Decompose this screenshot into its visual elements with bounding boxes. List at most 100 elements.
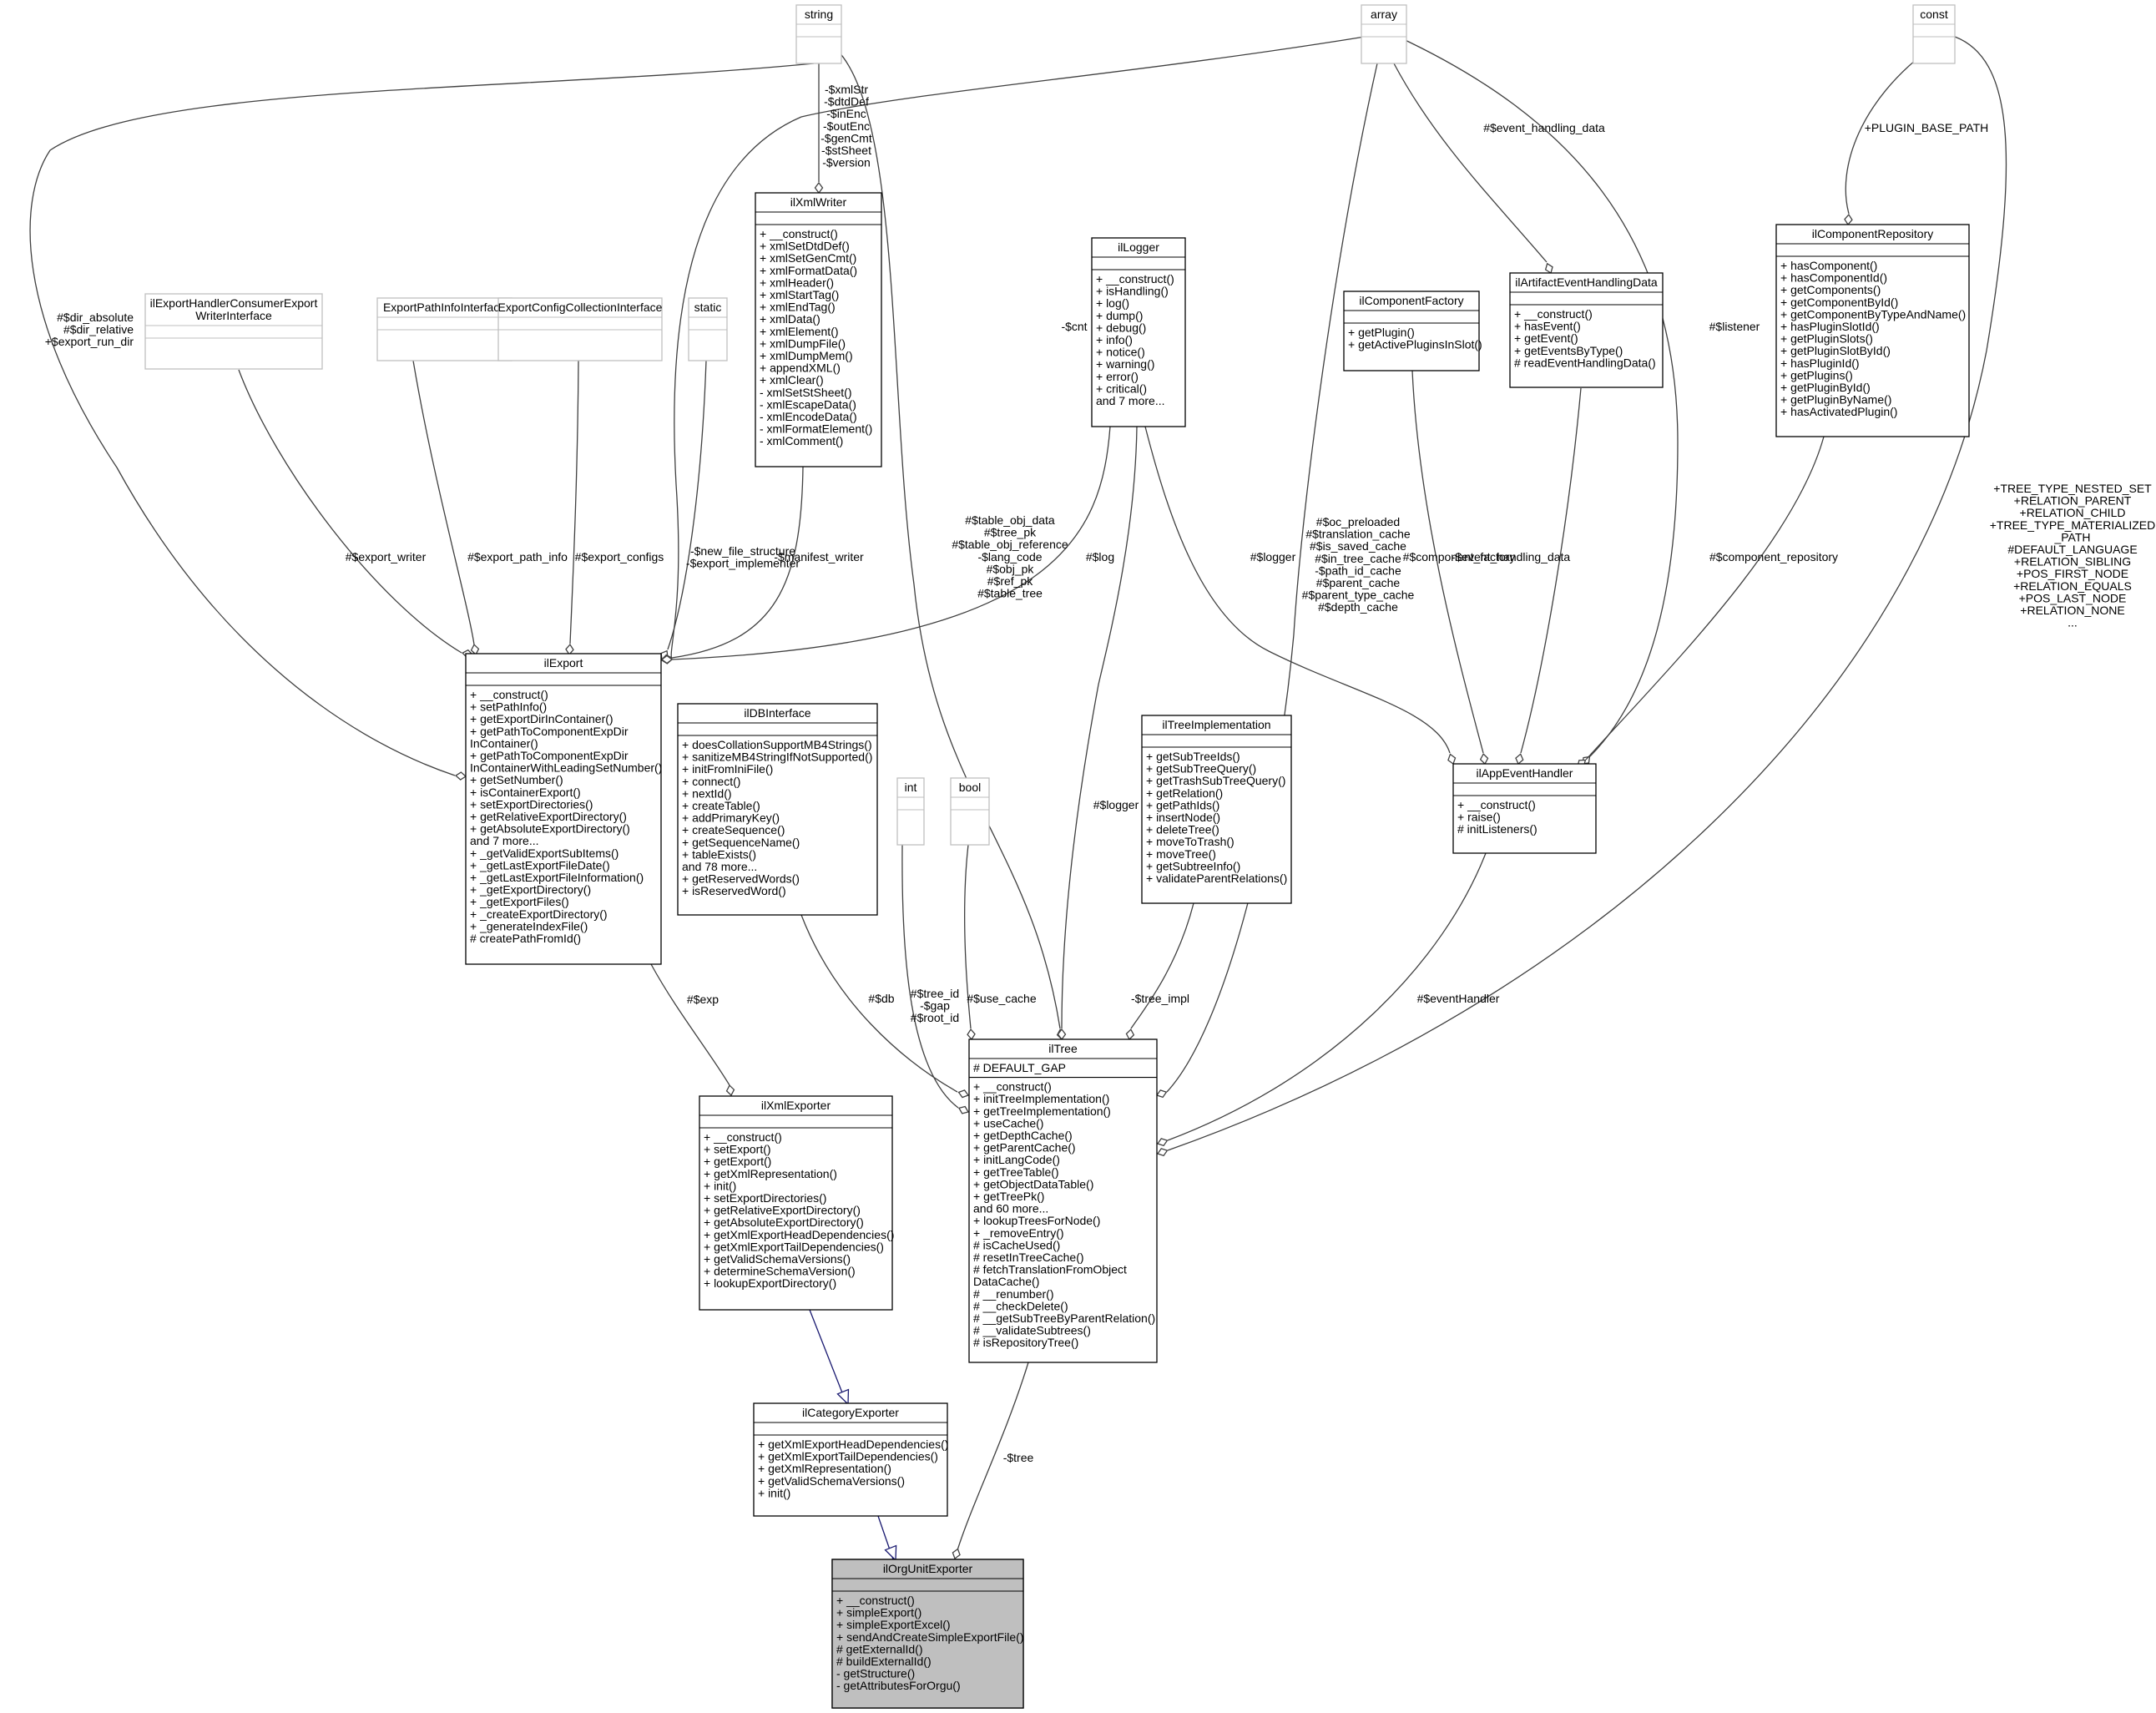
- class-node-ilorgunitexporter[interactable]: ilOrgUnitExporter+ __construct()+ simple…: [831, 1559, 1024, 1709]
- aggregation-diamond-marker: [1155, 1089, 1168, 1099]
- edge-label-line: #$tree_id: [911, 987, 959, 1000]
- edge-line: [1411, 370, 1484, 754]
- class-node-ilxmlexporter[interactable]: ilXmlExporter+ __construct()+ setExport(…: [699, 1095, 894, 1311]
- class-method: + getPlugins(): [1780, 368, 1853, 382]
- edge-label-line: #DEFAULT_LANGUAGE: [2007, 543, 2137, 556]
- edge-label-line: -$genCmt: [820, 131, 872, 144]
- class-method: + initLangCode(): [973, 1153, 1060, 1166]
- inheritance-arrowhead: [884, 1544, 897, 1562]
- edge-label: #$logger: [1250, 550, 1296, 563]
- class-name: ExportPathInfoInterface: [383, 301, 506, 314]
- class-node-const[interactable]: const: [1912, 4, 1956, 64]
- class-method: + getXmlExportTailDependencies(): [758, 1450, 938, 1463]
- edge-line: [671, 466, 804, 659]
- edge-line: [809, 1309, 847, 1404]
- class-node-ilcomponentfactory[interactable]: ilComponentFactory+ getPlugin()+ getActi…: [1343, 291, 1482, 371]
- class-method: # resetInTreeCache(): [973, 1251, 1084, 1264]
- class-method: and 60 more...: [973, 1202, 1048, 1215]
- class-node-iltreeimplementation[interactable]: ilTreeImplementation+ getSubTreeIds()+ g…: [1141, 715, 1292, 904]
- class-node-ilxmlwriter[interactable]: ilXmlWriter+ __construct()+ xmlSetDtdDef…: [755, 192, 882, 467]
- class-method: + getValidSchemaVersions(): [704, 1252, 851, 1266]
- edge-line: [1520, 387, 1582, 754]
- edge-ilComponentFactory-to-ilAppEventHandler: #$component_factory: [1403, 370, 1515, 766]
- edge-label-line: #$root_id: [911, 1011, 959, 1024]
- edge-label: #$logger: [1093, 798, 1139, 811]
- edge-line: [800, 914, 958, 1093]
- aggregation-diamond-marker: [1515, 753, 1524, 766]
- class-name-line: ilTreeImplementation: [1162, 718, 1270, 731]
- class-node-int[interactable]: int: [896, 777, 925, 846]
- class-method: + _getValidExportSubItems(): [470, 846, 619, 860]
- class-name: static: [694, 301, 722, 314]
- class-node-array[interactable]: array: [1361, 4, 1407, 64]
- class-node-ilappeventhandler[interactable]: ilAppEventHandler+ __construct()+ raise(…: [1452, 763, 1597, 854]
- class-method: + getActivePluginsInSlot(): [1348, 338, 1482, 351]
- nodes-layer: ilOrgUnitExporter+ __construct()+ simple…: [144, 4, 1970, 1709]
- class-node-string[interactable]: string: [795, 4, 842, 64]
- class-name-line: ilExportHandlerConsumerExport: [150, 296, 318, 310]
- class-method: - xmlFormatElement(): [760, 422, 872, 436]
- class-node-exportpathinfointerface[interactable]: ExportPathInfoInterface: [376, 297, 512, 361]
- class-node-iltree[interactable]: ilTree# DEFAULT_GAP+ __construct()+ init…: [968, 1038, 1158, 1363]
- edge-label: #$component_repository: [1709, 550, 1838, 563]
- class-node-static[interactable]: static: [688, 297, 728, 361]
- class-method: + dump(): [1096, 309, 1143, 322]
- class-method: + lookupExportDirectory(): [704, 1276, 836, 1290]
- edge-label-line: #$oc_preloaded: [1316, 515, 1400, 528]
- class-method: + connect(): [682, 775, 740, 788]
- edge-label-line: -$version: [822, 156, 871, 169]
- class-method: + getObjectDataTable(): [973, 1177, 1093, 1190]
- class-method: # fetchTranslationFromObject: [973, 1263, 1127, 1276]
- class-node-exportconfigcollectioninterface[interactable]: ExportConfigCollectionInterface: [497, 297, 663, 361]
- edge-line: [1585, 436, 1825, 760]
- class-node-ilcomponentrepository[interactable]: ilComponentRepository+ hasComponent()+ h…: [1775, 224, 1970, 437]
- edge-label: #$eventHandler: [1417, 992, 1500, 1005]
- class-name: int: [905, 781, 917, 794]
- class-node-ilcategoryexporter[interactable]: ilCategoryExporter+ getXmlExportHeadDepe…: [753, 1402, 948, 1517]
- edge-ilTreeImplementation-to-ilTree: -$tree_impl: [1125, 902, 1194, 1041]
- edge-label: #$tree_id-$gap#$root_id: [911, 987, 959, 1024]
- aggregation-diamond-marker: [814, 181, 824, 195]
- edge-label-line: -$cnt: [1061, 320, 1087, 333]
- class-method: + xmlDumpFile(): [760, 336, 846, 350]
- class-method: InContainerWithLeadingSetNumber(): [470, 761, 662, 775]
- class-method: # __getSubTreeByParentRelation(): [973, 1311, 1155, 1325]
- edge-label-line: +POS_FIRST_NODE: [2017, 567, 2128, 580]
- edge-line: [1167, 36, 2007, 1151]
- class-method: + doesCollationSupportMB4Strings(): [682, 738, 872, 751]
- edge-ilCategoryExporter-to-ilOrgUnitExporter: [877, 1515, 897, 1562]
- aggregation-diamond-marker: [1447, 753, 1457, 766]
- class-node-bool[interactable]: bool: [950, 777, 990, 846]
- class-name: ilExport: [544, 656, 583, 670]
- class-box: [968, 1038, 1158, 1363]
- class-name: string: [805, 8, 833, 21]
- edge-label-line: -$tree: [1003, 1451, 1034, 1464]
- aggregation-diamond-marker: [1057, 1028, 1067, 1041]
- class-method: + getEventsByType(): [1514, 344, 1623, 357]
- class-method: + xmlStartTag(): [760, 288, 839, 301]
- class-name-line: ilDBInterface: [744, 706, 810, 720]
- class-method: + isContainerExport(): [470, 786, 581, 799]
- class-node-ildbinterface[interactable]: ilDBInterface + doesCollationSupportMB4St…: [677, 703, 878, 916]
- class-method: + _getLastExportFileDate(): [470, 858, 610, 872]
- edge-ExportConfigCollectionInterface-to-ilExport: #$export_configs: [565, 360, 664, 656]
- edge-label-line: #$event_handling_data: [1483, 121, 1605, 134]
- class-method: + getPlugin(): [1348, 326, 1415, 339]
- class-method: + __construct(): [1457, 798, 1536, 811]
- edge-array-to-ilAppEventHandler: #$listener: [1397, 36, 1760, 765]
- class-method: + getXmlExportTailDependencies(): [704, 1240, 884, 1253]
- class-node-illogger[interactable]: ilLogger+ __construct()+ isHandling()+ l…: [1091, 237, 1186, 427]
- class-method: + getPluginSlotById(): [1780, 344, 1891, 357]
- edge-static-to-ilExport: -$new_file_structure-$export_implementer: [660, 360, 800, 660]
- class-name-line: ilXmlExporter: [761, 1099, 831, 1112]
- class-node-ilexport[interactable]: ilExport+ __construct()+ setPathInfo()+ …: [465, 653, 662, 965]
- class-box: [795, 4, 842, 64]
- class-node-ilartifacteventhandlingdata[interactable]: ilArtifactEventHandlingData+ __construct…: [1509, 272, 1664, 388]
- class-name: ilTree: [1048, 1042, 1078, 1055]
- aggregation-diamond-marker: [470, 644, 480, 656]
- edge-label-line: #$is_saved_cache: [1310, 539, 1406, 553]
- edge-label: -$tree: [1003, 1451, 1034, 1464]
- edge-ilArtifactEventHandlingData-to-ilAppEventHandler: -$event_handling_data: [1452, 387, 1582, 766]
- class-method: + xmlHeader(): [760, 275, 834, 289]
